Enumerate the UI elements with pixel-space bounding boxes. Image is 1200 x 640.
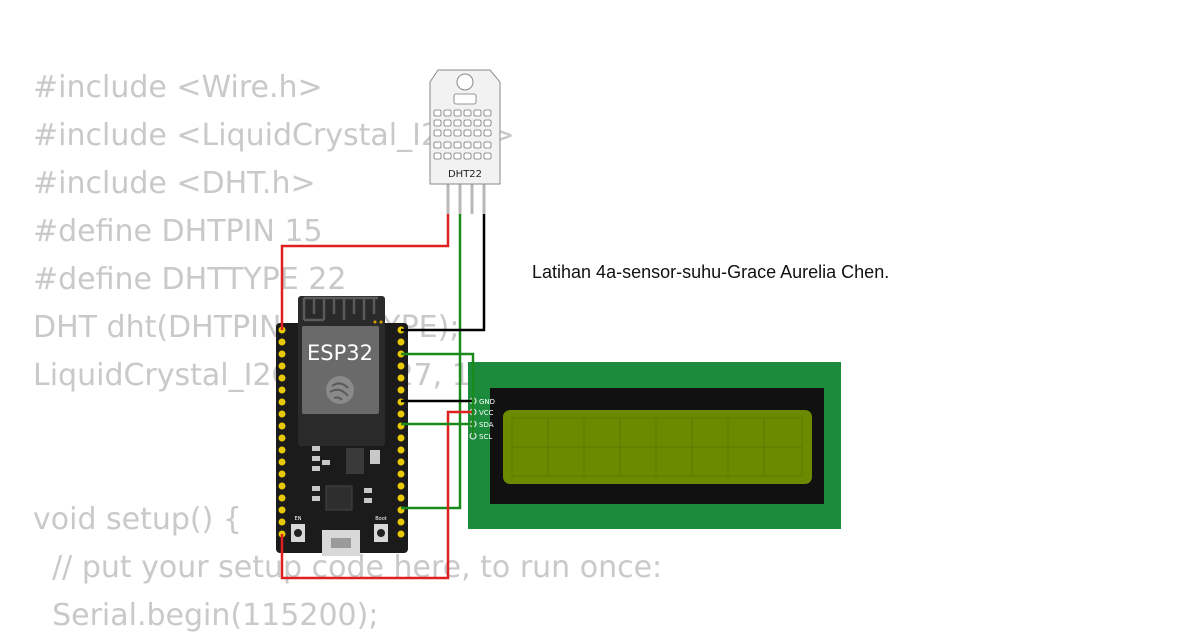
boot-label: Boot <box>375 516 387 522</box>
smd-part <box>322 460 330 465</box>
lcd-pin-label-vcc: VCC <box>479 409 494 417</box>
smd-part <box>312 466 320 471</box>
en-button-cap[interactable] <box>294 529 302 537</box>
smd-part <box>312 496 320 501</box>
code-line: #include <DHT.h> <box>33 166 316 201</box>
smd-part <box>370 450 380 464</box>
left-header-pins[interactable] <box>278 326 286 538</box>
voltage-regulator <box>346 448 364 474</box>
wire-lcd-scl[interactable] <box>401 352 475 436</box>
board-label: ESP32 <box>307 341 373 365</box>
wire-lcd-vcc[interactable] <box>280 410 473 580</box>
usb-uart-chip <box>325 485 353 511</box>
smd-part <box>312 446 320 451</box>
boot-button-cap[interactable] <box>377 529 385 537</box>
en-label: EN <box>295 516 302 522</box>
wire-dht-gnd[interactable] <box>401 214 486 332</box>
code-line: Serial.begin(115200); <box>33 598 379 633</box>
smd-part <box>312 486 320 491</box>
sensor-mount-hole <box>456 73 474 91</box>
sensor-grille <box>433 93 492 160</box>
code-line: // put your setup code here, to run once… <box>33 550 663 585</box>
right-header-pins[interactable] <box>397 326 405 538</box>
lcd-module[interactable]: GND VCC SDA SCL <box>468 362 841 529</box>
sensor-label: DHT22 <box>448 169 482 180</box>
micro-usb-opening <box>331 538 351 548</box>
smd-part <box>364 498 372 503</box>
smd-part <box>364 488 372 493</box>
esp32-board[interactable]: ESP32 EN <box>276 296 408 556</box>
rf-shield <box>302 326 379 414</box>
dht22-sensor[interactable]: DHT22 <box>429 69 501 214</box>
lcd-pin-label-gnd: GND <box>479 398 495 406</box>
lcd-pin-label-scl: SCL <box>479 433 492 441</box>
smd-part <box>312 456 320 461</box>
code-line: #define DHTPIN 15 <box>33 214 323 249</box>
antenna-trace <box>302 296 378 322</box>
code-line: DHT dht(DHTPIN, DHTTYPE); <box>33 310 460 345</box>
espressif-logo-mark <box>329 382 349 401</box>
wire-dht-vcc[interactable] <box>280 214 450 330</box>
lcd-pin-label-sda: SDA <box>479 421 494 429</box>
code-line: #define DHTTYPE 22 <box>33 262 347 297</box>
led-dot <box>373 320 377 324</box>
wire-dht-data[interactable] <box>401 214 462 510</box>
project-title: Latihan 4a-sensor-suhu-Grace Aurelia Che… <box>532 262 890 282</box>
led-dot <box>379 320 383 324</box>
code-line: #include <Wire.h> <box>33 70 323 105</box>
wires <box>280 214 486 580</box>
lcd-char-cells <box>511 417 803 477</box>
code-line: void setup() { <box>33 502 242 537</box>
